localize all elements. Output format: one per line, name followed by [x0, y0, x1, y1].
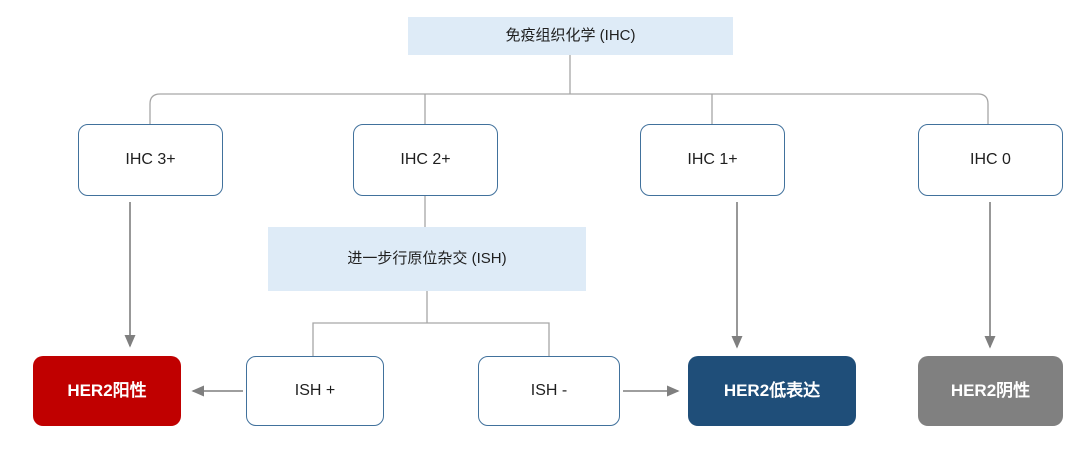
node-ish-positive: ISH +: [246, 356, 384, 426]
node-ihc-3plus: IHC 3+: [78, 124, 223, 196]
node-ihc-0: IHC 0: [918, 124, 1063, 196]
connector-ihc-branch: [149, 93, 989, 124]
node-ihc-root: 免疫组织化学 (IHC): [408, 17, 733, 55]
node-her2-negative: HER2阴性: [918, 356, 1063, 426]
node-her2-low-expression: HER2低表达: [688, 356, 856, 426]
node-ihc-1plus: IHC 1+: [640, 124, 785, 196]
node-ish-step: 进一步行原位杂交 (ISH): [268, 227, 586, 291]
node-her2-positive: HER2阳性: [33, 356, 181, 426]
node-ihc-2plus: IHC 2+: [353, 124, 498, 196]
connector-ish-branch: [312, 322, 550, 356]
node-ish-negative: ISH -: [478, 356, 620, 426]
